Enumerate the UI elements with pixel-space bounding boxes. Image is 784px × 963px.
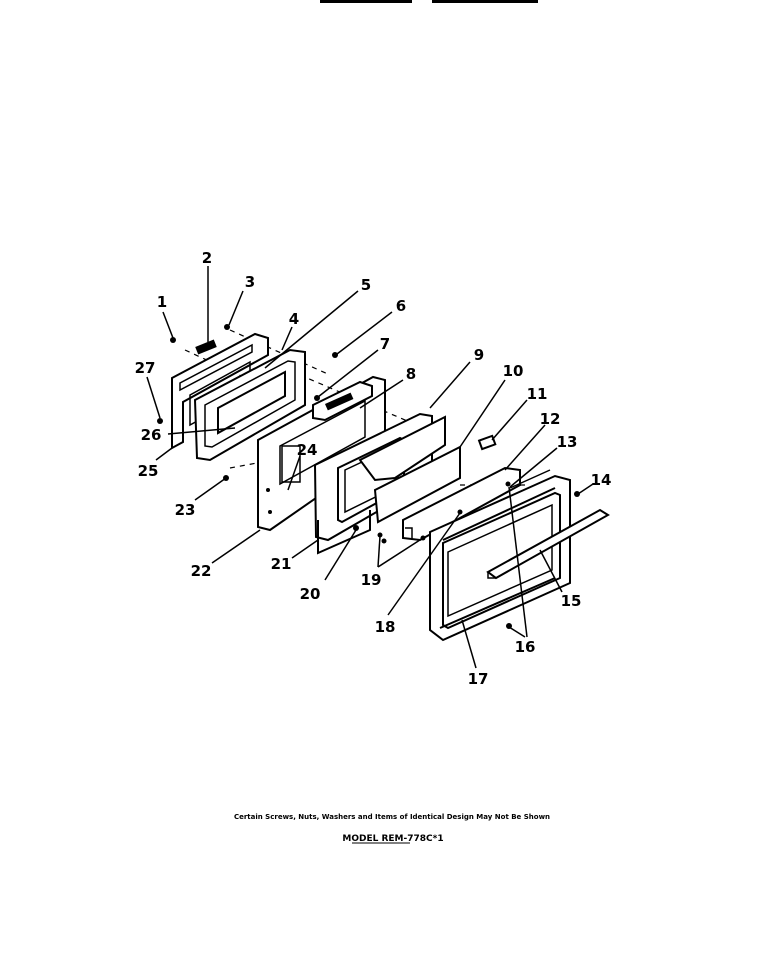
window-frame bbox=[193, 348, 306, 462]
insulation-blanket bbox=[358, 415, 446, 482]
disclaimer-caption: Certain Screws, Nuts, Washers and Items … bbox=[234, 813, 550, 821]
callout-5: 5 bbox=[361, 276, 371, 294]
callout-17: 17 bbox=[468, 670, 489, 688]
callout-4: 4 bbox=[289, 310, 299, 328]
callout-2: 2 bbox=[202, 249, 212, 267]
header-bar-left bbox=[320, 0, 412, 3]
callout-26: 26 bbox=[141, 426, 162, 444]
callout-15: 15 bbox=[561, 592, 582, 610]
lower-bracket bbox=[317, 510, 371, 555]
handle-end-cap bbox=[477, 434, 497, 451]
callout-12: 12 bbox=[540, 410, 561, 428]
door-liner bbox=[373, 445, 461, 524]
callout-3: 3 bbox=[245, 273, 255, 291]
callout-21: 21 bbox=[271, 555, 292, 573]
callout-13: 13 bbox=[557, 433, 578, 451]
callout-27: 27 bbox=[135, 359, 156, 377]
callout-18: 18 bbox=[375, 618, 396, 636]
callout-7: 7 bbox=[380, 335, 390, 353]
callout-1: 1 bbox=[157, 293, 167, 311]
callout-labels: 1 2 3 4 5 6 7 8 9 10 11 12 13 14 15 16 1… bbox=[135, 249, 612, 688]
callout-6: 6 bbox=[396, 297, 406, 315]
callout-9: 9 bbox=[474, 346, 484, 364]
leader-lines bbox=[146, 266, 594, 669]
callout-20: 20 bbox=[300, 585, 321, 603]
door-trim-frame bbox=[171, 332, 269, 450]
callout-16: 16 bbox=[515, 638, 536, 656]
glass-bracket bbox=[312, 380, 373, 422]
callout-19: 19 bbox=[361, 571, 382, 589]
model-number: MODEL REM-778C*1 bbox=[342, 834, 443, 844]
header-bar-right bbox=[432, 0, 538, 3]
callout-25: 25 bbox=[138, 462, 159, 480]
callout-23: 23 bbox=[175, 501, 196, 519]
callout-11: 11 bbox=[527, 385, 548, 403]
callout-14: 14 bbox=[591, 471, 612, 489]
callout-22: 22 bbox=[191, 562, 212, 580]
outer-door-panel bbox=[429, 469, 571, 642]
fasteners bbox=[157, 324, 580, 629]
door-baffle bbox=[402, 466, 521, 542]
callout-8: 8 bbox=[406, 365, 416, 383]
callout-10: 10 bbox=[503, 362, 524, 380]
callout-24: 24 bbox=[297, 441, 318, 459]
